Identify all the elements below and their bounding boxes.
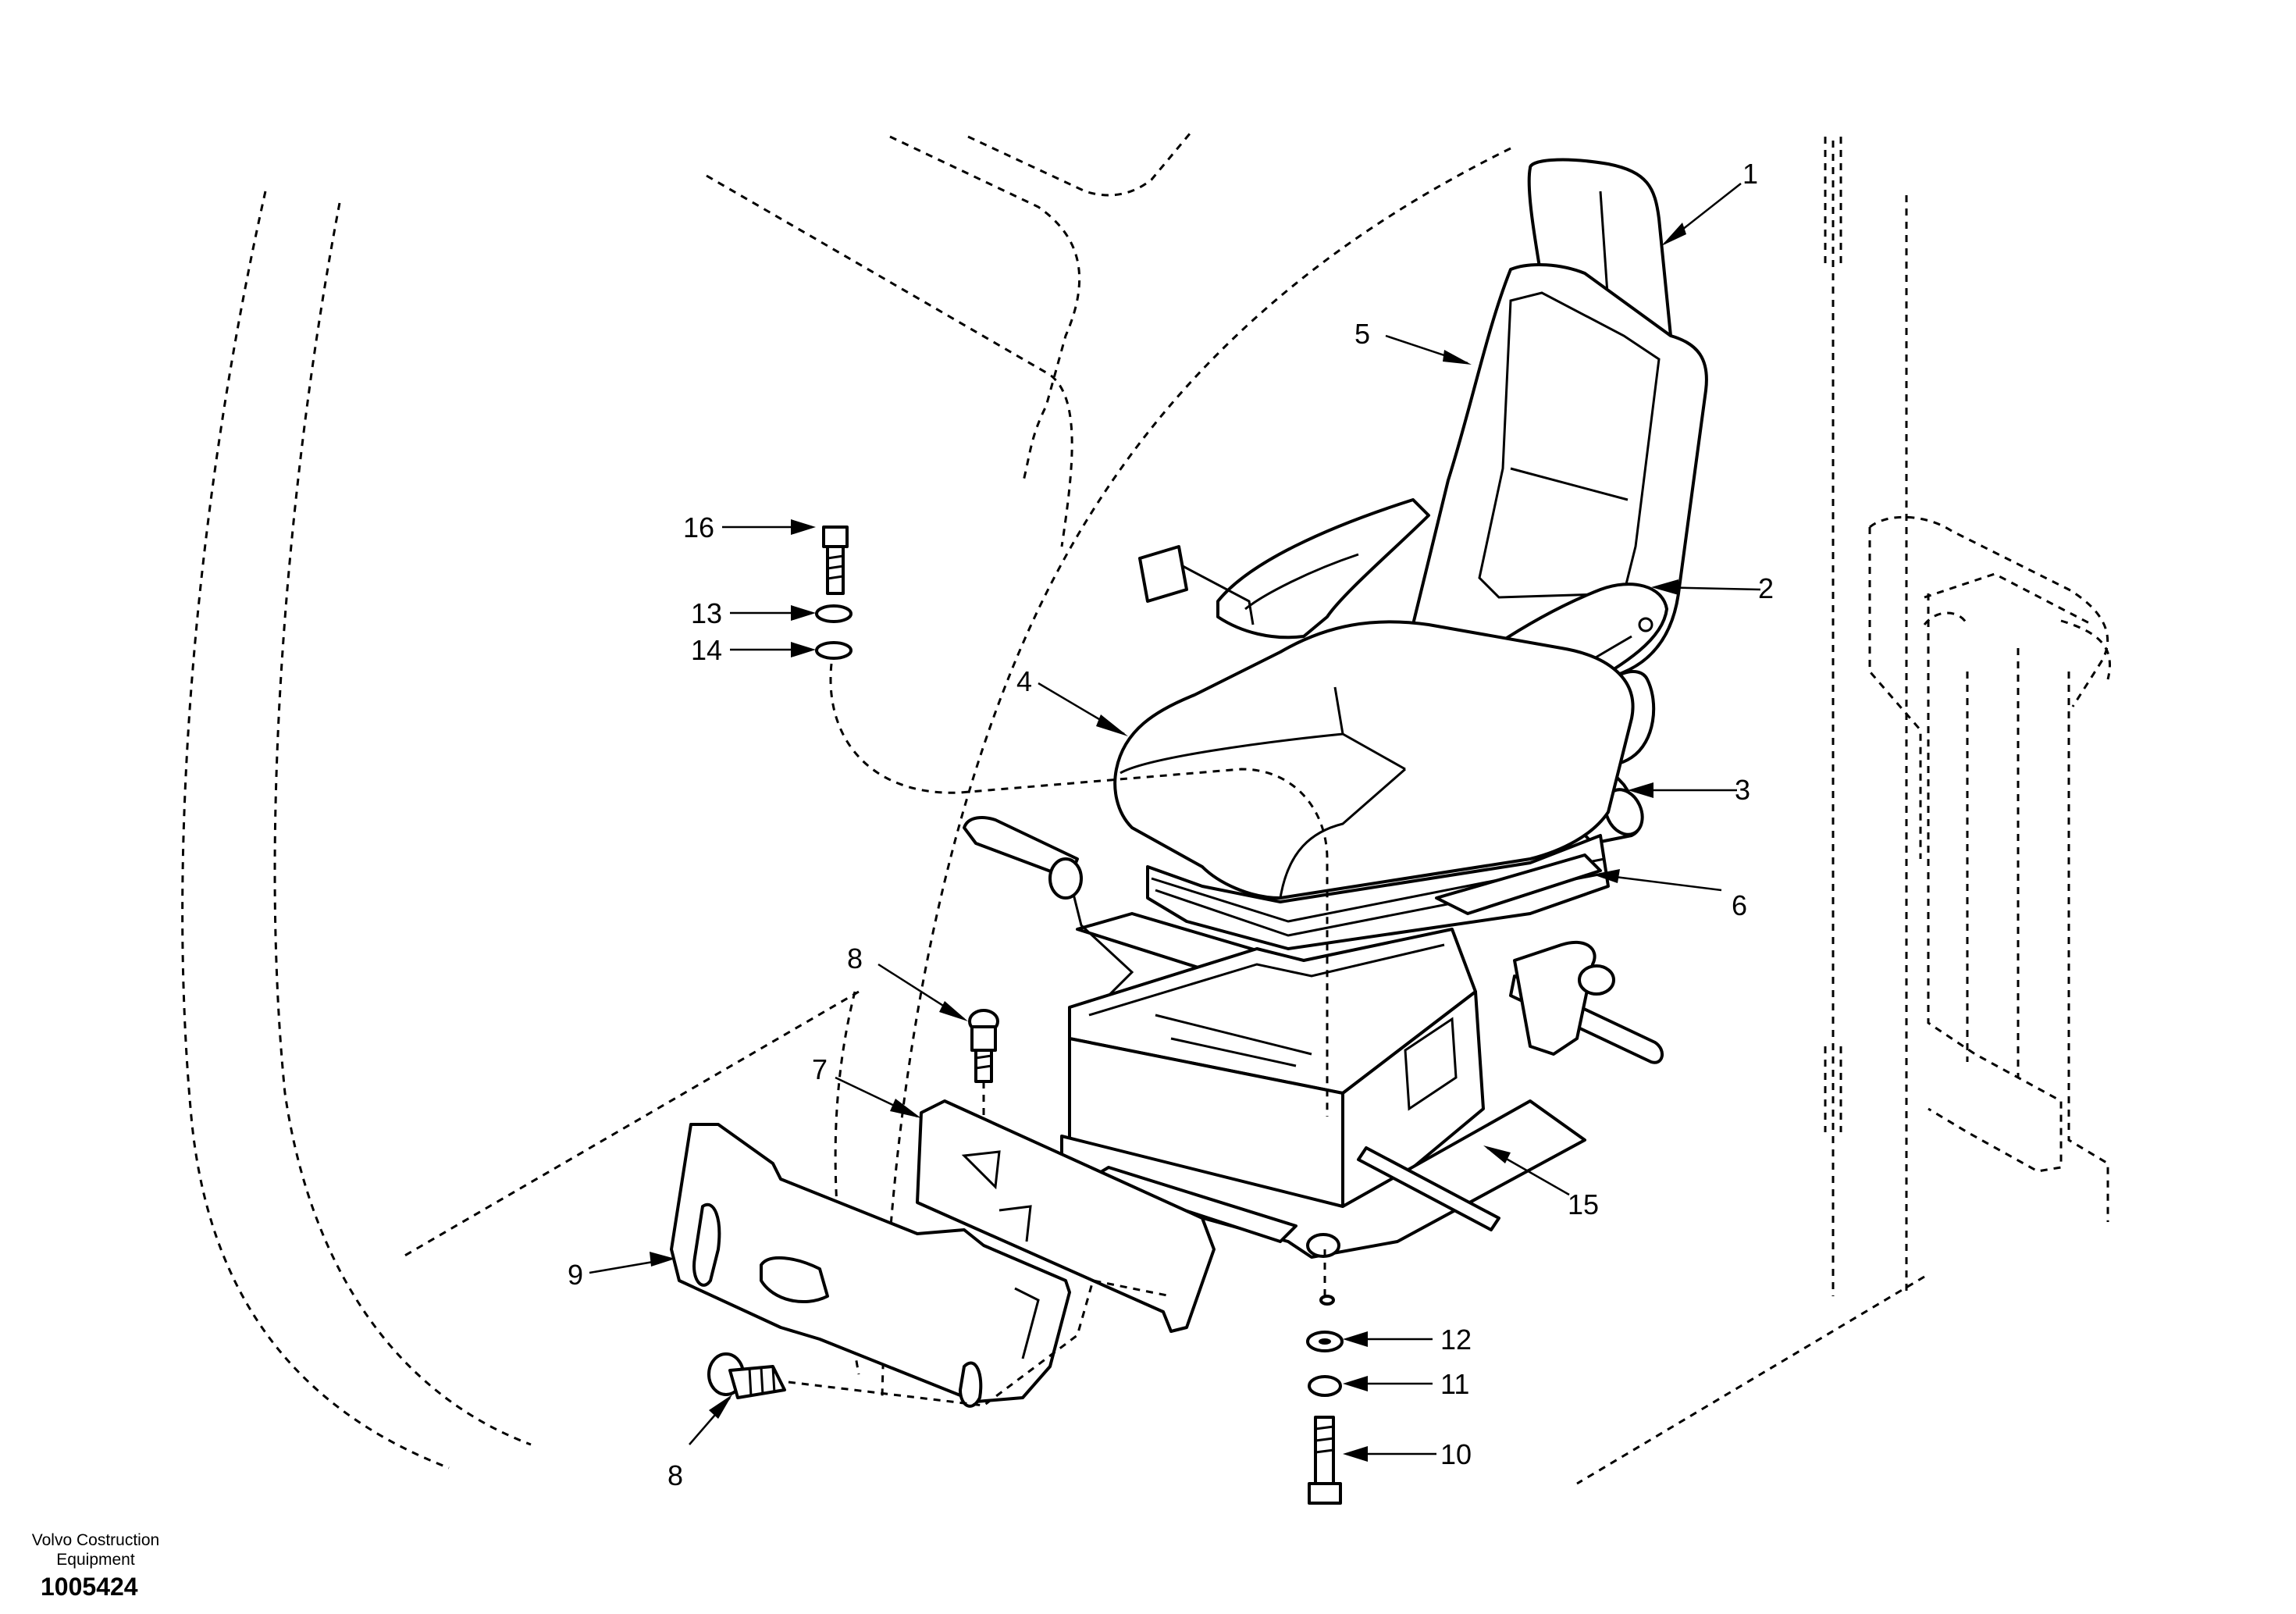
operator-seat bbox=[963, 158, 1708, 1259]
callout-10: 10 bbox=[1440, 1438, 1472, 1470]
callout-8-lower: 8 bbox=[667, 1459, 683, 1491]
callout-3: 3 bbox=[1735, 774, 1750, 806]
bolt-upper bbox=[968, 1009, 999, 1117]
seat-cushion bbox=[1113, 620, 1635, 900]
callout-labels: 1 2 3 4 5 6 7 8 8 9 10 11 12 13 14 15 16 bbox=[568, 158, 1774, 1491]
callout-15: 15 bbox=[1568, 1188, 1599, 1220]
company-line-1: Volvo Costruction bbox=[31, 1531, 160, 1549]
callout-14: 14 bbox=[691, 634, 722, 666]
callout-13: 13 bbox=[691, 597, 722, 629]
callout-5: 5 bbox=[1354, 318, 1370, 350]
belt-buckle-left bbox=[1138, 545, 1188, 603]
callout-7: 7 bbox=[812, 1053, 828, 1085]
side-cover bbox=[670, 1123, 1071, 1408]
callout-11: 11 bbox=[1440, 1368, 1469, 1400]
document-number: 1005424 bbox=[41, 1573, 138, 1601]
leader-lines bbox=[589, 183, 1761, 1462]
callout-2: 2 bbox=[1758, 572, 1774, 604]
company-name: Volvo Costruction Equipment bbox=[16, 1530, 176, 1569]
callout-4: 4 bbox=[1016, 665, 1032, 697]
mounting-bracket bbox=[916, 1099, 1216, 1333]
callout-9: 9 bbox=[568, 1259, 583, 1291]
callout-1: 1 bbox=[1742, 158, 1758, 190]
callout-8-upper: 8 bbox=[847, 942, 863, 974]
company-line-2: Equipment bbox=[56, 1551, 135, 1569]
callout-6: 6 bbox=[1732, 889, 1747, 921]
cab-outline bbox=[181, 132, 1925, 1485]
callout-12: 12 bbox=[1440, 1324, 1472, 1356]
cab-pillar-bracket bbox=[1868, 515, 2111, 1222]
seat-suspension bbox=[1146, 834, 1610, 950]
fastener-group-bottom bbox=[1306, 1249, 1344, 1505]
fastener-group-top bbox=[815, 526, 1329, 1117]
callout-16: 16 bbox=[683, 511, 714, 543]
bolt-lower bbox=[707, 1279, 1172, 1407]
